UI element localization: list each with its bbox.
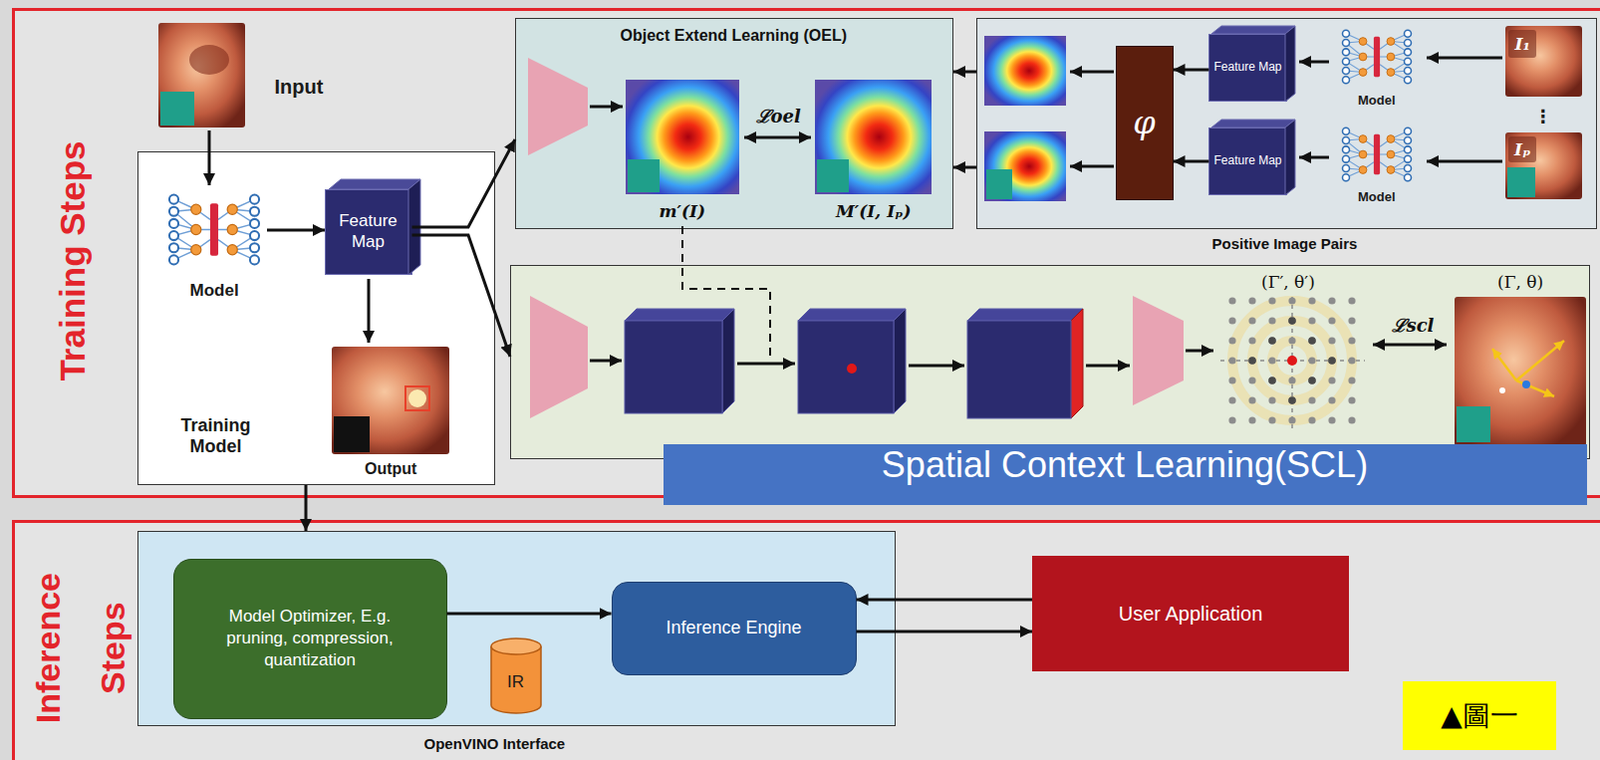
label-holder: Model <box>1357 189 1396 205</box>
phi-symbol: φ <box>1132 103 1155 142</box>
label-holder: Iₚ <box>1514 139 1531 160</box>
panel-title: Object Extend Learning (OEL) <box>620 26 848 45</box>
label-holder: Model <box>190 280 240 301</box>
text-holder: Training Model <box>166 415 267 457</box>
box-label: User Application <box>1118 602 1264 626</box>
math-label: I₁ <box>1515 33 1531 54</box>
cylinder-label: IR <box>507 658 525 693</box>
scl-panel: Spatial Context Learning(SCL) <box>510 265 1591 460</box>
positive-pairs-panel: Positive Image PairsφFeature MapFeature … <box>976 17 1598 230</box>
label-holder: ℒscl <box>1391 312 1435 337</box>
box-label: Inference Engine <box>665 617 801 639</box>
feature-map-block: Feature Map <box>324 189 413 275</box>
text-holder: Positive Image Pairs <box>1212 235 1358 253</box>
ir-cylinder: IR <box>490 637 542 715</box>
block-label: Feature Map <box>1213 59 1282 74</box>
icon-label: Model <box>190 280 240 301</box>
engine-box: Inference Engine <box>611 581 857 676</box>
coordinate-label: (Γ′, θ′) <box>1261 271 1316 292</box>
box-title: Training Model <box>166 415 267 457</box>
openvino-panel: OpenVINO InterfaceModel Optimizer, E.g. … <box>137 531 896 727</box>
text-holder: Feature Map <box>325 211 412 253</box>
phi-block: φ <box>1115 45 1174 201</box>
panel-caption: Positive Image Pairs <box>1212 235 1358 253</box>
label-holder: Model <box>1357 92 1396 108</box>
application-box: User Application <box>1032 555 1349 672</box>
training-steps-band: Training StepsTraining ModelFeature MapO… <box>11 7 1600 499</box>
optimizer-box: Model Optimizer, E.g. pruning, compressi… <box>173 558 448 720</box>
block-label: Feature Map <box>325 211 412 253</box>
text-holder: Feature Map <box>1213 59 1282 74</box>
label-holder: ⋮ <box>1534 105 1553 127</box>
loss-label: ℒscl <box>1391 312 1435 337</box>
label-holder: Output <box>364 460 417 479</box>
label-holder: m′(I) <box>659 201 707 222</box>
text-holder: IR <box>507 658 525 693</box>
block-label: Feature Map <box>1213 153 1282 168</box>
text-holder: Inference Engine <box>665 617 801 639</box>
figure-label: ▲圖一 <box>1440 697 1519 736</box>
band-title: Inference Steps <box>15 542 145 753</box>
training-model-box: Training Model Feature Map <box>137 151 496 486</box>
oel-panel: Object Extend Learning (OEL) <box>515 17 954 230</box>
label-holder: ℒoel <box>756 103 801 128</box>
label-holder: M′(I, Iₚ) <box>835 201 912 222</box>
text-holder: Spatial Context Learning(SCL) <box>663 444 1588 506</box>
text-holder: ▲圖一 <box>1440 697 1519 736</box>
panel-caption: OpenVINO Interface <box>424 735 566 753</box>
text-holder: Object Extend Learning (OEL) <box>620 26 848 45</box>
box-label: Model Optimizer, E.g. pruning, compressi… <box>225 605 395 672</box>
text-holder: φ <box>1132 103 1155 142</box>
text-holder: Feature Map <box>1213 153 1282 168</box>
math-label: m′(I) <box>659 201 707 222</box>
label-holder: Input <box>274 75 324 99</box>
band-title: Training Steps <box>51 140 92 381</box>
icon-label: Model <box>1357 92 1396 108</box>
text-holder: User Application <box>1118 602 1264 626</box>
math-label: M′(I, Iₚ) <box>835 201 912 222</box>
label-holder: I₁ <box>1515 33 1531 54</box>
label-holder: (Γ, θ) <box>1497 271 1544 292</box>
image-label: Input <box>274 75 324 99</box>
ellipsis-mark: ⋮ <box>1534 105 1553 127</box>
feature-map-block: Feature Map <box>1208 127 1287 196</box>
scl-banner: Spatial Context Learning(SCL) <box>663 444 1588 506</box>
coordinate-label: (Γ, θ) <box>1497 271 1544 292</box>
text-holder: Model Optimizer, E.g. pruning, compressi… <box>225 605 395 672</box>
feature-map-block: Feature Map <box>1208 33 1287 102</box>
icon-label: Model <box>1357 189 1396 205</box>
image-label: Output <box>364 460 417 479</box>
cylinder-body <box>491 646 541 714</box>
figure-tag: ▲圖一 <box>1402 681 1557 751</box>
inference-steps-band: Inference StepsOpenVINO InterfaceModel O… <box>11 520 1600 760</box>
label-holder: (Γ′, θ′) <box>1261 271 1316 292</box>
math-label: Iₚ <box>1514 139 1531 160</box>
cylinder-top <box>491 638 541 655</box>
text-holder: OpenVINO Interface <box>424 735 566 753</box>
loss-label: ℒoel <box>756 103 801 128</box>
